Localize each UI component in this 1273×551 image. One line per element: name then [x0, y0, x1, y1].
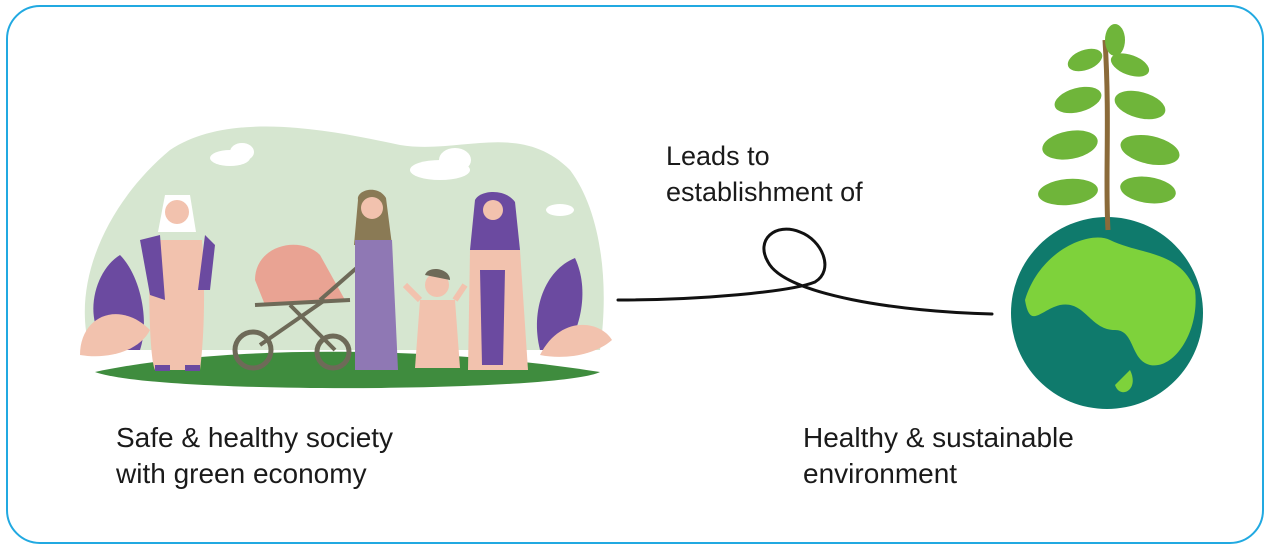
connector-caption-line-2: establishment of	[666, 177, 863, 207]
woman-figure-icon	[468, 192, 528, 370]
mother-figure-icon	[354, 189, 398, 370]
globe-with-sapling-illustration	[1011, 24, 1203, 409]
connector-loop-line	[616, 227, 994, 316]
environment-caption-line-2: environment	[803, 458, 958, 489]
connector-caption: Leads to establishment of	[666, 138, 863, 210]
right-leaf-icon	[540, 324, 612, 357]
diagram-frame	[6, 5, 1264, 544]
cloud-icons	[210, 143, 574, 216]
connector-caption-line-1: Leads to	[666, 141, 770, 171]
society-caption: Safe & healthy society with green econom…	[116, 420, 393, 492]
left-leaf-icon	[80, 314, 150, 357]
sapling-stem	[1102, 39, 1111, 231]
stroller-icon	[232, 244, 362, 371]
leaf-icons	[1038, 24, 1180, 206]
society-caption-line-2: with green economy	[116, 458, 367, 489]
man-figure-icon	[140, 195, 215, 371]
society-caption-line-1: Safe & healthy society	[116, 422, 394, 453]
environment-caption: Healthy & sustainable environment	[803, 420, 1074, 492]
family-illustration	[80, 126, 612, 389]
environment-caption-line-1: Healthy & sustainable	[803, 422, 1074, 453]
girl-figure-icon	[402, 268, 468, 368]
globe-land	[1025, 237, 1196, 366]
